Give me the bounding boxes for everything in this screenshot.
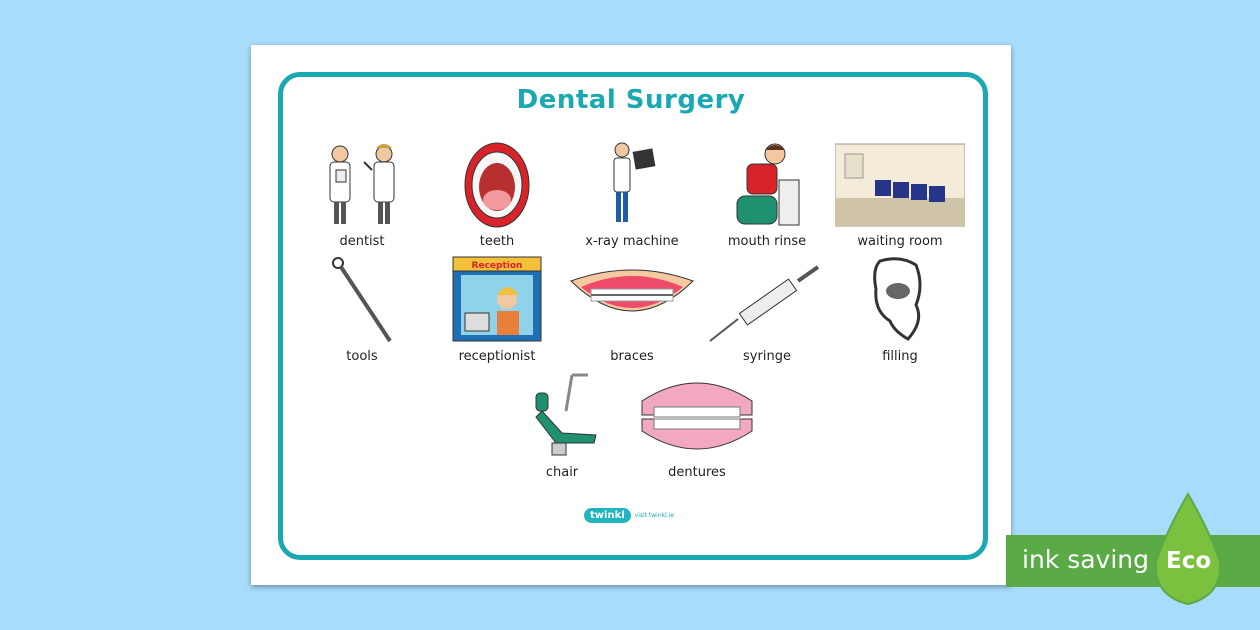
worksheet: Dental Surgery dentist teeth — [251, 45, 1011, 585]
word-card-mouth-rinse: mouth rinse — [702, 140, 832, 249]
twinkl-url: visit twinkl.ie — [634, 511, 675, 519]
word-card-waiting-room: waiting room — [835, 140, 965, 249]
word-label: chair — [545, 465, 579, 480]
eco-label: Eco — [1166, 548, 1212, 574]
word-label: x-ray machine — [585, 234, 679, 249]
mouth-rinse-icon — [736, 143, 800, 226]
word-label: receptionist — [458, 349, 536, 364]
word-label: filling — [882, 349, 918, 364]
reception-sign: Reception — [472, 261, 523, 271]
dentures-icon — [641, 382, 753, 450]
xray-viewer-icon — [613, 142, 656, 222]
eco-drop-icon — [1154, 492, 1222, 606]
word-label: braces — [610, 349, 654, 364]
word-label: syringe — [743, 349, 791, 364]
word-card-receptionist: Reception receptionist — [432, 255, 562, 364]
word-card-filling: filling — [835, 255, 965, 364]
word-label: mouth rinse — [727, 234, 807, 249]
word-card-chair: chair — [497, 371, 627, 480]
word-card-dentures: dentures — [632, 371, 762, 480]
syringe-icon — [709, 265, 820, 342]
word-label: dentures — [668, 465, 726, 480]
word-label: dentist — [339, 234, 385, 249]
filled-tooth-icon — [873, 257, 922, 341]
word-label: tools — [346, 349, 378, 364]
braces-icon — [570, 269, 694, 312]
twinkl-footer: twinkl visit twinkl.ie — [584, 505, 674, 525]
worksheet-border — [278, 72, 988, 560]
word-card-tools: tools — [297, 255, 427, 364]
worksheet-title: Dental Surgery — [516, 85, 746, 115]
word-card-teeth: teeth — [432, 140, 562, 249]
receptionist-icon: Reception — [452, 256, 542, 342]
dentists-icon — [329, 144, 395, 224]
open-mouth-icon — [464, 142, 530, 228]
word-label: teeth — [479, 234, 515, 249]
dental-chair-icon — [535, 373, 597, 456]
word-card-braces: braces — [567, 255, 697, 364]
twinkl-logo: twinkl — [584, 507, 631, 523]
dental-mirror-icon — [332, 257, 392, 343]
word-label: waiting room — [857, 234, 943, 249]
waiting-room-icon — [835, 143, 965, 227]
word-card-syringe: syringe — [702, 255, 832, 364]
ink-saving-text: ink saving — [1022, 545, 1150, 574]
word-card-xray-machine: x-ray machine — [567, 140, 697, 249]
word-card-dentist: dentist — [297, 140, 427, 249]
